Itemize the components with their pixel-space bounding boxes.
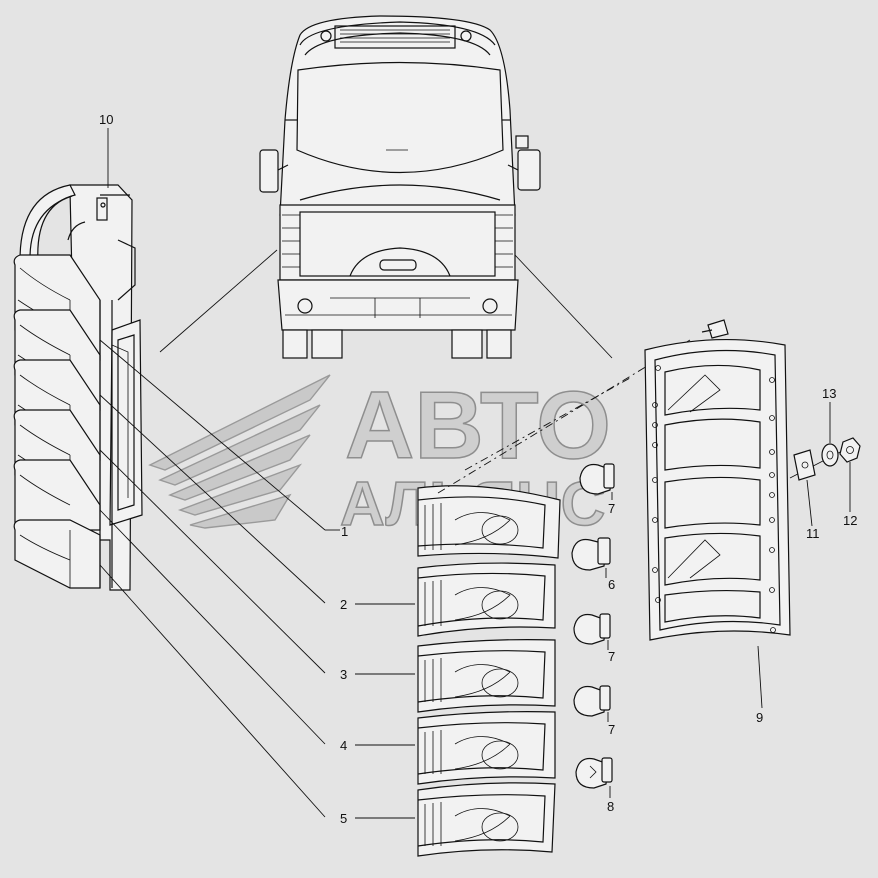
- grille-panel: [299, 211, 496, 277]
- lamp-segments-side: [13, 254, 113, 589]
- truck-leader-right: [514, 254, 613, 359]
- lens-5: [417, 782, 556, 857]
- bulb-6: [571, 537, 611, 571]
- truck-bumper: [277, 279, 519, 331]
- fasteners: [789, 437, 861, 481]
- callout-leaders: [99, 128, 851, 819]
- lens-3: [417, 639, 556, 713]
- mounting-bolt: [701, 319, 729, 339]
- truck-leader-left: [159, 249, 278, 353]
- lens-1: [417, 485, 561, 559]
- roof-vent-slats: [340, 29, 450, 43]
- bulbs: [571, 463, 615, 789]
- watermark-line1: АВТО: [345, 372, 611, 479]
- wheel-front-right: [486, 329, 512, 359]
- label-part-9: 9: [756, 710, 763, 725]
- lens-2: [417, 562, 556, 637]
- mirror-right: [517, 149, 541, 191]
- fog-lamp-right: [482, 298, 498, 314]
- label-part-13: 13: [822, 386, 836, 401]
- label-part-10: 10: [99, 112, 113, 127]
- mirror-left: [259, 149, 279, 193]
- label-part-3: 3: [340, 667, 347, 682]
- washer-13: [821, 443, 839, 467]
- wheel-rear-right: [451, 329, 483, 359]
- housing-screw-holes: [652, 365, 776, 633]
- housing-tab: [96, 197, 108, 221]
- bulb-7-lower: [573, 685, 611, 717]
- watermark-emblem-icon: [148, 374, 331, 529]
- bulb-7-top: [579, 463, 615, 495]
- label-part-11: 11: [806, 526, 820, 541]
- wheel-rear-left: [311, 329, 343, 359]
- assembly-axis-line-2: [464, 377, 631, 471]
- lens-4: [417, 711, 556, 785]
- fog-lamp-left: [297, 298, 313, 314]
- label-part-7-lower: 7: [608, 722, 615, 737]
- lamp-lens-stack: [417, 485, 561, 857]
- label-part-5: 5: [340, 811, 347, 826]
- roof-lamp-left: [320, 30, 332, 42]
- truck-badge: [379, 259, 417, 271]
- lamp-assembly-side-view: [13, 184, 143, 591]
- wheel-front-left: [282, 329, 308, 359]
- truck-grille-bars: [282, 214, 513, 268]
- label-part-12: 12: [843, 513, 857, 528]
- label-part-4: 4: [340, 738, 347, 753]
- part-number-labels: 1 2 3 4 5 7 6 7 7 8 9 10 11 12 13: [99, 112, 857, 826]
- mirror-right-small: [515, 135, 529, 149]
- bulb-8: [575, 757, 613, 789]
- nut-12: [839, 437, 861, 463]
- assembly-axis-line: [437, 339, 691, 494]
- label-part-1: 1: [341, 524, 348, 539]
- label-part-7-middle: 7: [608, 649, 615, 664]
- truck-front-view: [259, 15, 541, 359]
- label-part-8: 8: [607, 799, 614, 814]
- bulb-7-middle: [573, 613, 611, 645]
- square-plate-11: [793, 449, 816, 481]
- label-part-2: 2: [340, 597, 347, 612]
- lamp-housing-plate: [644, 338, 791, 641]
- label-part-6: 6: [608, 577, 615, 592]
- label-part-7-top: 7: [608, 501, 615, 516]
- roof-lamp-right: [460, 30, 472, 42]
